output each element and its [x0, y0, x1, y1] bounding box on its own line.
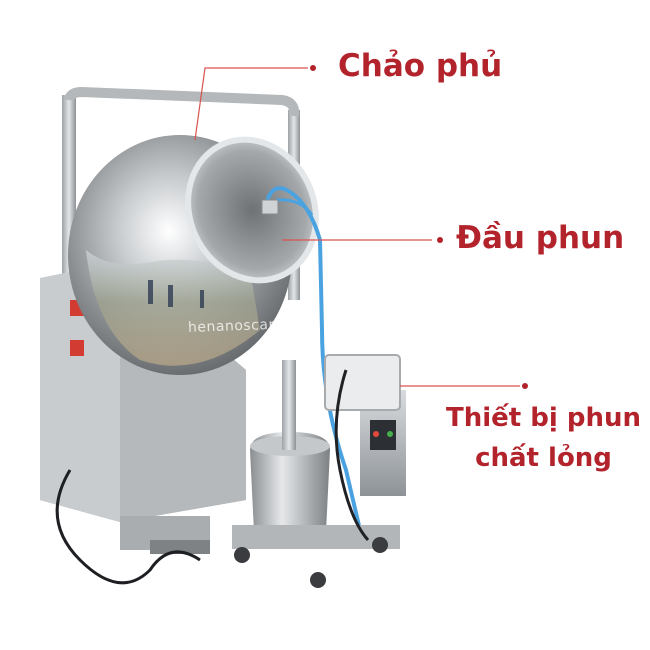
label-spray-nozzle: Đầu phun	[456, 220, 625, 256]
spray-nozzle	[261, 186, 362, 531]
red-switch-icon	[70, 340, 84, 356]
coating-pan	[68, 135, 319, 375]
people-reflection	[148, 280, 204, 308]
liquid-sprayer	[232, 354, 406, 588]
label-liquid-sprayer-line1: Thiết bị phun	[446, 403, 641, 433]
label-liquid-sprayer-line2: chất lỏng	[475, 443, 612, 473]
label-liquid-sprayer: Thiết bị phun chất lỏng	[446, 398, 641, 478]
power-cable	[55, 469, 201, 585]
callout-leaders	[194, 65, 528, 389]
label-coating-pan: Chảo phủ	[338, 48, 503, 84]
